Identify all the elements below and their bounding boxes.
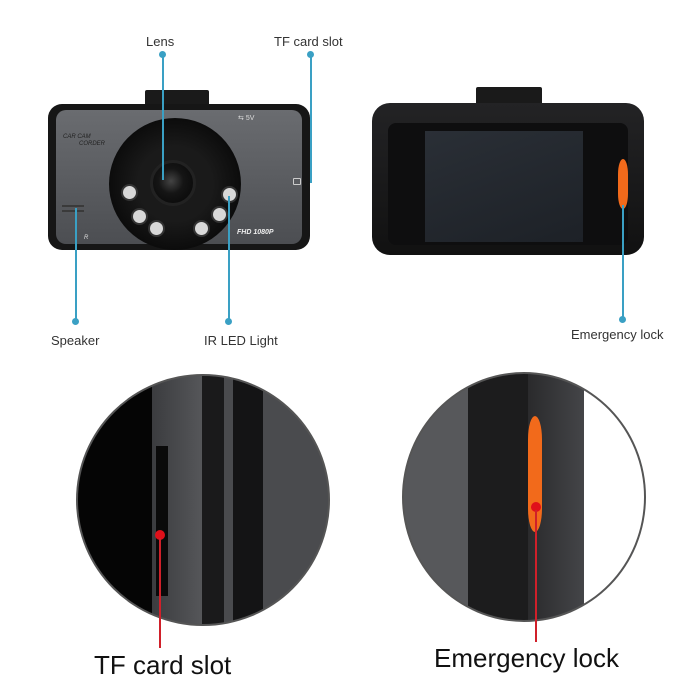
tf-card-slot-opening [156, 446, 168, 596]
callout-dot-emergency-lock [619, 316, 626, 323]
ir-led-icon [121, 184, 138, 201]
callout-line-speaker [75, 208, 77, 320]
label-lens: Lens [146, 34, 175, 49]
callout-dot-lens [159, 51, 166, 58]
resolution-text: FHD 1080P [237, 229, 274, 236]
ir-led-icon [131, 208, 148, 225]
display-screen [425, 131, 583, 242]
marker-tf-card-slot [155, 530, 165, 540]
lens-icon [150, 160, 196, 206]
label-emergency-lock: Emergency lock [571, 327, 664, 342]
callout-dot-speaker [72, 318, 79, 325]
marker-line-emergency-lock [535, 510, 537, 642]
mic-mark: R [84, 235, 89, 241]
ir-led-icon [148, 220, 165, 237]
ir-led-icon [193, 220, 210, 237]
usb-icon: ⇆ 5V [238, 115, 255, 122]
callout-dot-tf-card-slot [307, 51, 314, 58]
closeup-label-emergency-lock: Emergency lock [434, 643, 619, 673]
marker-line-tf-card-slot [159, 538, 161, 648]
label-ir-led-light: IR LED Light [204, 333, 278, 348]
closeup-label-tf-card-slot: TF card slot [94, 650, 232, 680]
brand-text: CAR CAM CORDER [63, 134, 106, 147]
closeup-groove [202, 376, 224, 624]
marker-emergency-lock [531, 502, 541, 512]
speaker-grille-icon [62, 205, 84, 212]
callout-dot-ir-led [225, 318, 232, 325]
closeup-tf-card-slot [76, 374, 330, 626]
closeup-bezel [233, 376, 263, 624]
label-tf-card-slot: TF card slot [274, 34, 343, 49]
closeup-center-dark [468, 374, 528, 620]
callout-line-ir-led [228, 196, 230, 321]
ir-led-icon [211, 206, 228, 223]
emergency-lock-button[interactable] [618, 159, 628, 209]
tf-slot-icon [293, 178, 301, 185]
callout-line-lens [162, 55, 164, 180]
callout-line-emergency-lock [622, 205, 624, 317]
back-mount [476, 87, 542, 107]
closeup-dark-edge [78, 376, 152, 624]
callout-line-tf-card-slot [310, 55, 312, 183]
closeup-left-panel [404, 374, 468, 620]
closeup-white-edge [584, 374, 644, 620]
closeup-emergency-lock [402, 372, 646, 622]
front-mount [145, 90, 209, 108]
label-speaker: Speaker [51, 333, 100, 348]
